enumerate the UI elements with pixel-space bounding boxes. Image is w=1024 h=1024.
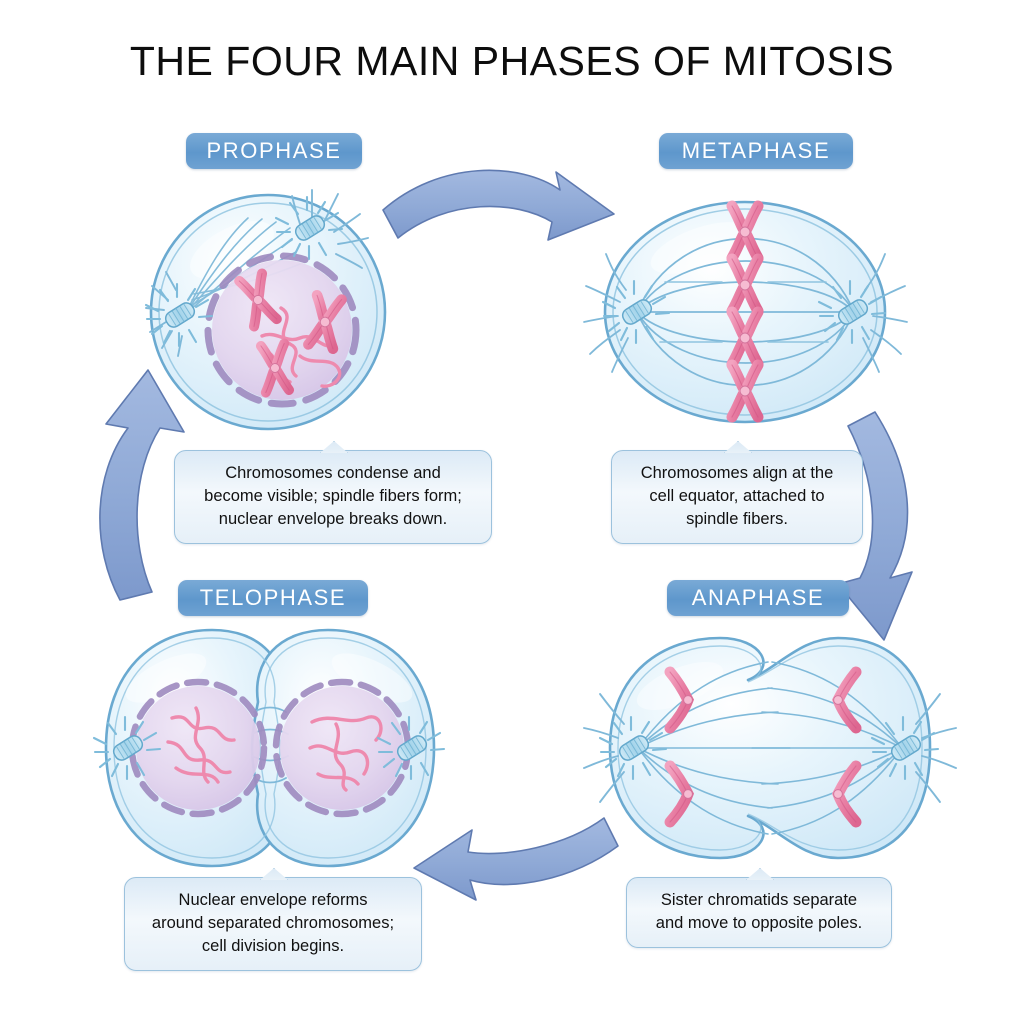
metaphase-cell: [583, 202, 908, 424]
caption-telophase: Nuclear envelope reforms around separate…: [124, 868, 422, 971]
arrow-prophase-to-metaphase: [382, 169, 615, 241]
phase-label-metaphase[interactable]: METAPHASE: [659, 133, 853, 169]
caption-line: and move to opposite poles.: [655, 914, 863, 932]
caption-line: cell equator, attached to: [649, 487, 825, 505]
caption-line: nuclear envelope breaks down.: [218, 510, 448, 528]
caption-line: Chromosomes align at the: [640, 464, 834, 482]
caption-line: Chromosomes condense and: [225, 464, 441, 482]
caption-prophase: Chromosomes condense and become visible;…: [174, 441, 492, 544]
caption-metaphase: Chromosomes align at the cell equator, a…: [611, 441, 863, 544]
phase-label-telophase[interactable]: TELOPHASE: [178, 580, 368, 616]
phase-label-anaphase[interactable]: ANAPHASE: [667, 580, 849, 616]
anaphase-cell: [583, 636, 957, 860]
arrow-telophase-to-prophase: [99, 369, 185, 601]
caption-anaphase: Sister chromatids separate and move to o…: [626, 868, 892, 948]
phase-label-prophase[interactable]: PROPHASE: [186, 133, 362, 169]
caption-line: around separated chromosomes;: [151, 914, 395, 932]
arrow-metaphase-to-anaphase: [837, 411, 913, 641]
caption-line: Nuclear envelope reforms: [178, 891, 368, 909]
caption-line: spindle fibers.: [686, 510, 788, 528]
caption-line: become visible; spindle fibers form;: [204, 487, 462, 505]
caption-line: Sister chromatids separate: [660, 891, 858, 909]
page-title: THE FOUR MAIN PHASES OF MITOSIS: [129, 38, 895, 84]
telophase-cell: [92, 628, 446, 868]
caption-line: cell division begins.: [201, 937, 345, 955]
prophase-cell: [144, 189, 387, 431]
arrow-anaphase-to-telophase: [413, 817, 619, 901]
